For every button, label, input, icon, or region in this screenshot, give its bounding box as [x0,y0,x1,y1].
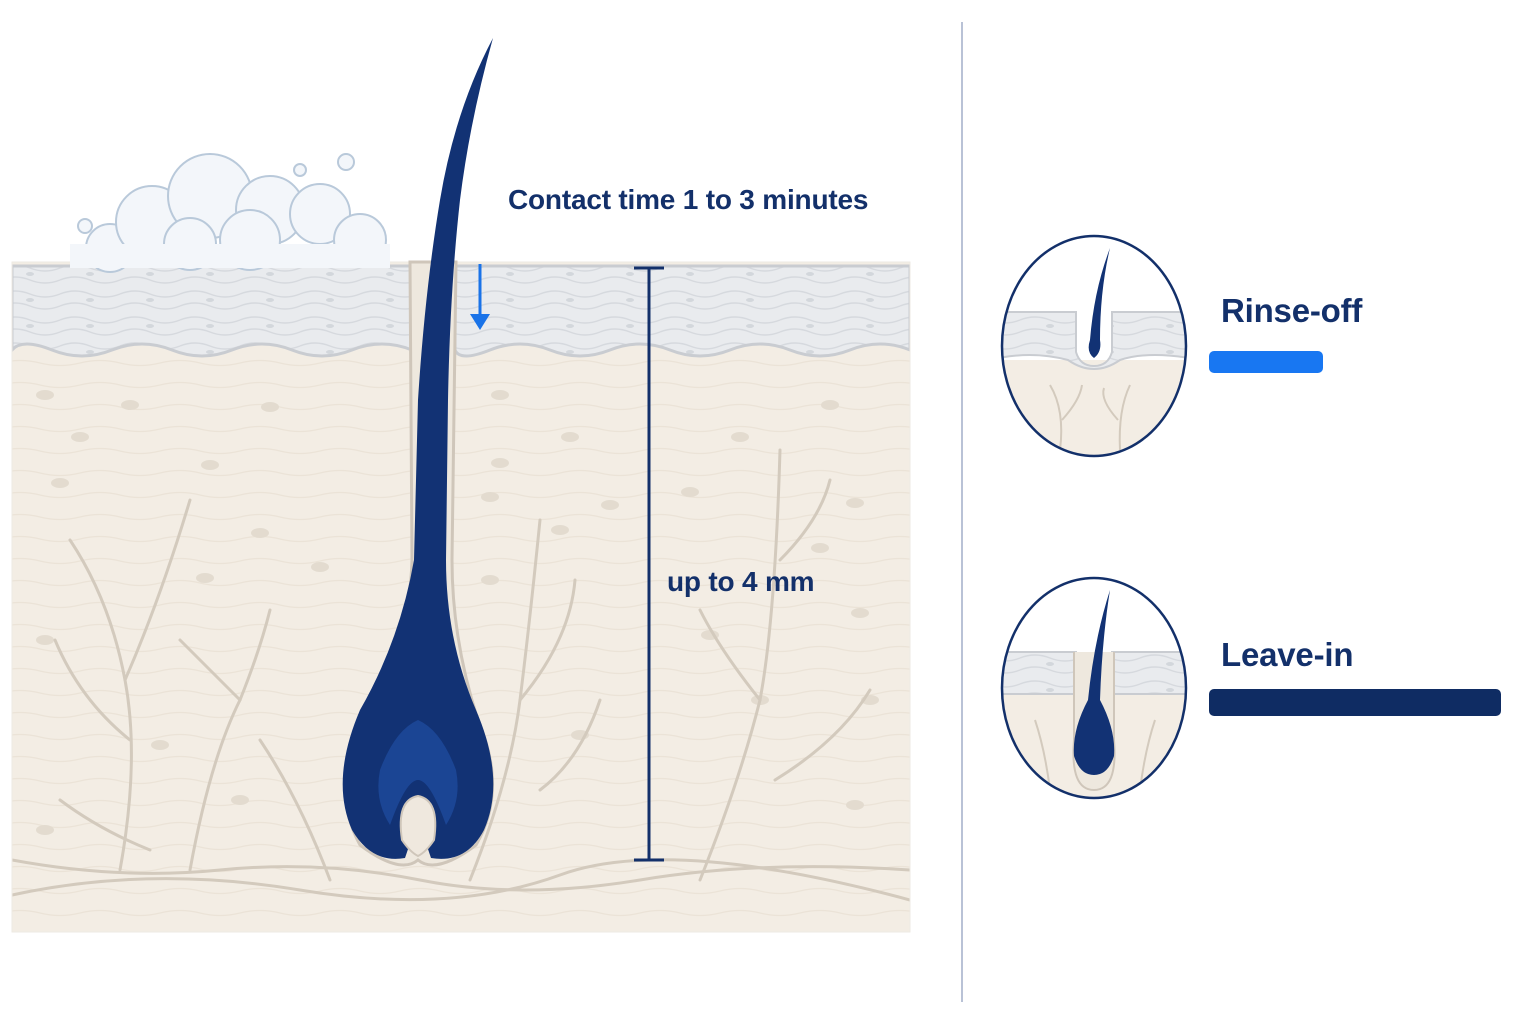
epidermis-layer [12,264,910,358]
panel-divider [961,22,963,1002]
leave-in-label: Leave-in [1221,636,1354,673]
foam-icon [70,153,390,273]
dermal-papilla [399,794,437,858]
down-arrow-icon [470,264,490,330]
leave-in-bar [1209,689,1501,716]
depth-bracket-icon [634,266,664,862]
depth-label: up to 4 mm [667,566,815,597]
rinse-off-label: Rinse-off [1221,292,1363,329]
hair-follicle-icon [342,38,494,867]
rinse-off-inset [1000,234,1188,458]
hair-shaft [342,38,494,859]
hair-bulb-inner [378,720,458,825]
rinse-off-bar [1209,351,1323,373]
cell-dots [36,390,879,835]
blood-vessels [12,448,910,902]
leave-in-inset [1000,576,1188,800]
contact-time-label: Contact time 1 to 3 minutes [508,184,869,215]
